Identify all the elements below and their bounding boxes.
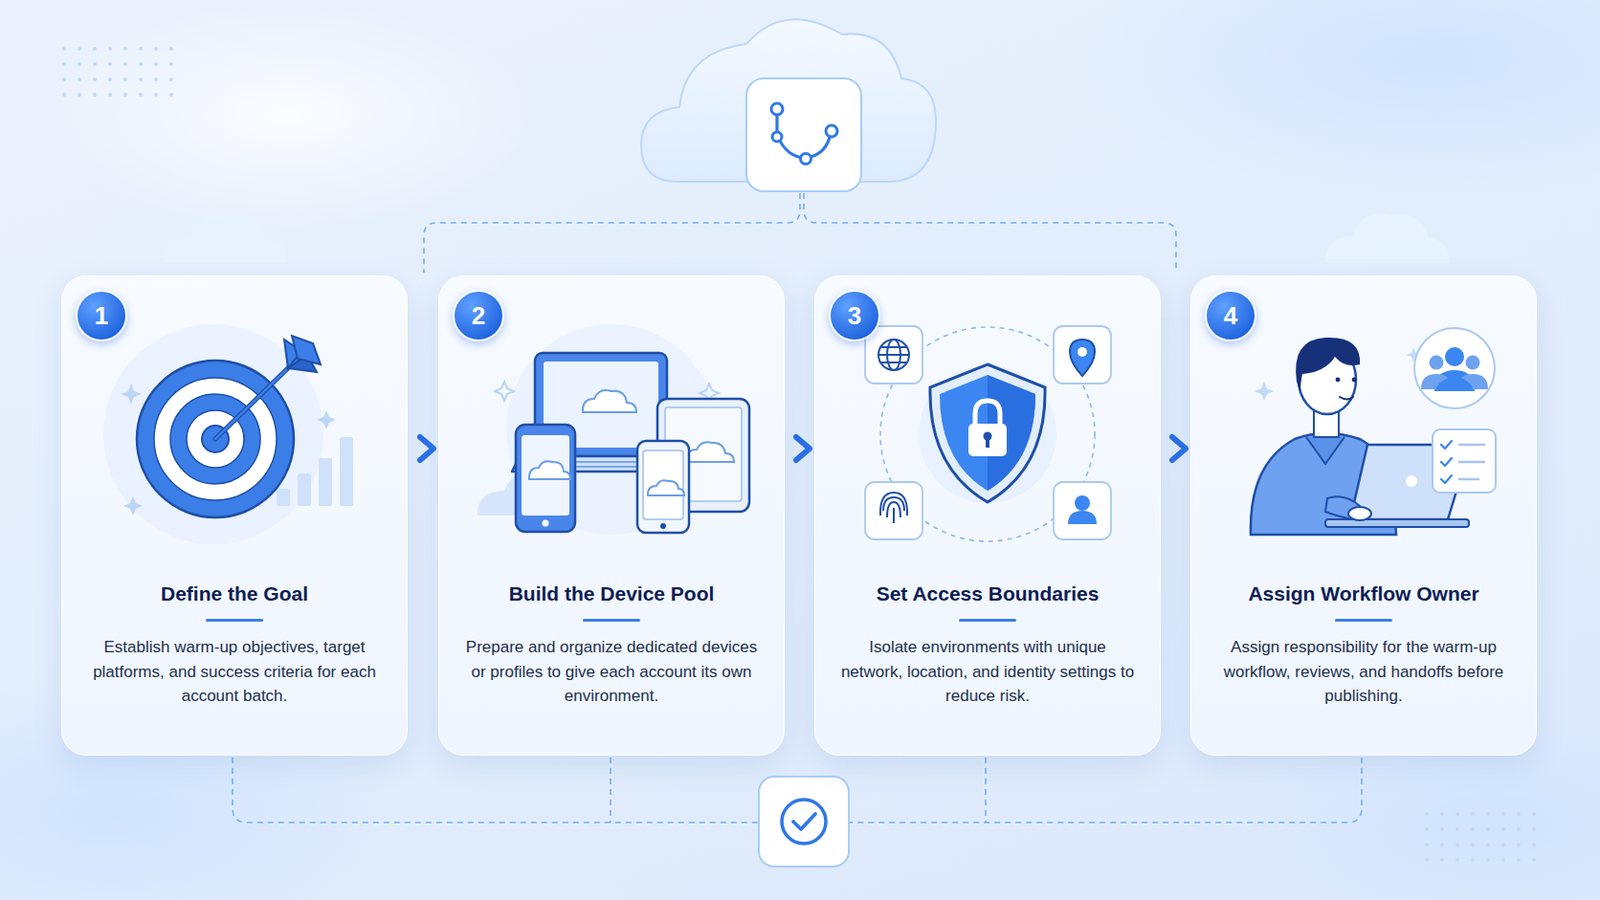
arrow-head xyxy=(796,437,810,461)
step-description: Establish warm-up objectives, target pla… xyxy=(87,635,382,710)
step-number: 1 xyxy=(75,289,128,342)
step-number: 2 xyxy=(452,289,505,342)
arrow-head xyxy=(420,437,434,461)
title-underline xyxy=(1334,619,1393,623)
step-card: Define the GoalEstablish warm-up objecti… xyxy=(61,275,408,756)
flow-arrow xyxy=(409,437,434,461)
step-card: Build the Device PoolPrepare and organiz… xyxy=(438,275,785,756)
step-title: Assign Workflow Owner xyxy=(1216,580,1512,608)
title-underline xyxy=(205,619,264,623)
callout-number: 1 xyxy=(77,291,126,340)
flow-arrow xyxy=(786,437,810,461)
title-underline xyxy=(582,619,641,623)
step-number: 4 xyxy=(1204,289,1257,342)
callout-number: 2 xyxy=(454,291,503,340)
step-card: Set Access BoundariesIsolate environment… xyxy=(814,275,1161,756)
arrow-shaft xyxy=(409,445,425,452)
step-description: Prepare and organize dedicated devices o… xyxy=(464,635,759,710)
arrow-shaft xyxy=(1162,445,1178,452)
step-card: Assign Workflow OwnerAssign responsibili… xyxy=(1190,275,1537,756)
callout-number: 4 xyxy=(1206,291,1255,340)
step-title: Build the Device Pool xyxy=(464,580,759,608)
arrow-head xyxy=(1172,437,1186,461)
step-description: Assign responsibility for the warm-up wo… xyxy=(1216,635,1512,710)
arrow-shaft xyxy=(786,445,801,452)
step-title: Set Access Boundaries xyxy=(840,580,1135,608)
step-title: Define the Goal xyxy=(87,580,382,608)
title-underline xyxy=(958,619,1017,623)
step-number: 3 xyxy=(828,289,881,342)
flow-arrow xyxy=(1162,437,1186,461)
step-description: Isolate environments with unique network… xyxy=(840,635,1135,710)
callout-number: 3 xyxy=(830,291,879,340)
